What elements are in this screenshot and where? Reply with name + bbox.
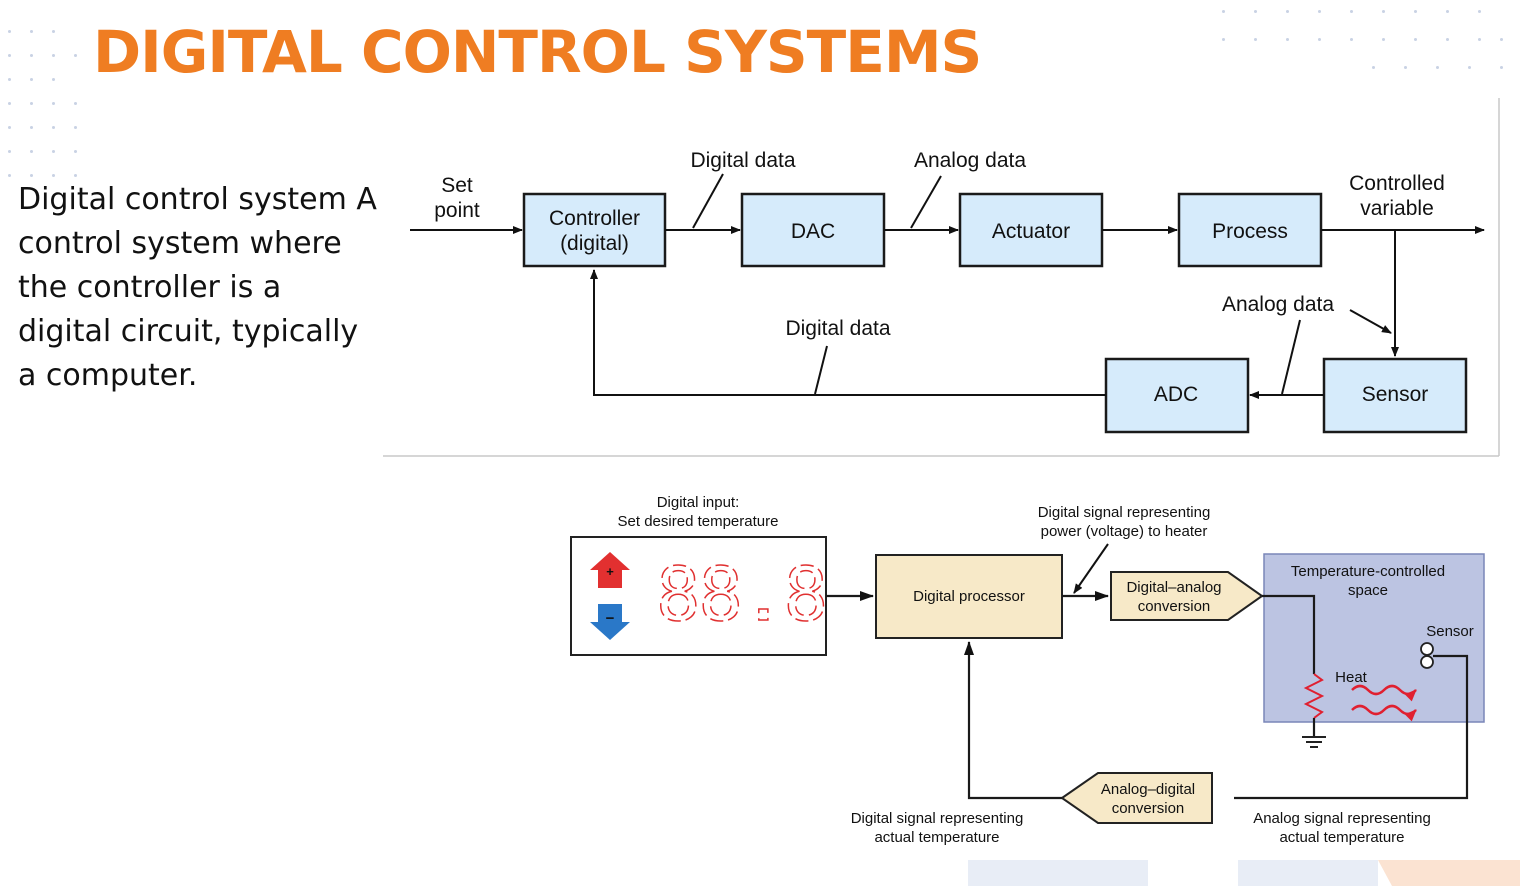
sensor-wire [1234, 654, 1469, 800]
dac-converter-label-1: Digital–analog [1126, 579, 1221, 596]
sensor-label: Sensor [1362, 383, 1429, 406]
digital-data-top-label: Digital data [690, 149, 795, 172]
analog-data-bottom-leader [1281, 319, 1301, 395]
thermo-diagram: Digital input: Set desired temperature +… [570, 494, 1485, 846]
controller-block [522, 192, 667, 268]
digital-input-label-1: Digital input: [657, 494, 740, 511]
dac-converter-label-2: conversion [1138, 598, 1211, 615]
digital-data-bottom-label: Digital data [785, 317, 890, 340]
signal-to-heater-label-2: power (voltage) to heater [1041, 523, 1208, 540]
resistor-icon [1303, 673, 1325, 719]
temperature-space-label-2: space [1348, 582, 1388, 599]
digital-processor-block [875, 554, 1063, 639]
adc-to-processor-arrow [964, 641, 1062, 800]
digital-data-top-leader [692, 173, 724, 229]
slide-title: DIGITAL CONTROL SYSTEMS [93, 18, 982, 86]
sensor-block [1322, 357, 1468, 434]
up-arrow-icon[interactable]: + [590, 552, 630, 588]
dac-converter-block [1110, 571, 1264, 621]
digital-input-label-2: Set desired temperature [618, 513, 779, 530]
adc-converter-label-1: Analog–digital [1101, 781, 1195, 798]
signal-to-heater-label-1: Digital signal representing [1038, 504, 1211, 521]
heater-wire [1262, 594, 1316, 674]
ground-icon [1302, 736, 1326, 748]
plus-label: + [606, 564, 614, 579]
controlled-variable-label-1: Controlled [1349, 172, 1445, 195]
sensor-icon [1420, 642, 1434, 669]
digital-processor-label: Digital processor [913, 588, 1025, 605]
actuator-label: Actuator [992, 220, 1070, 243]
block-diagram: Set point Controller (digital) Digital d… [383, 98, 1500, 457]
decorative-footer-bars [968, 860, 1520, 886]
adc-converter-block [1060, 772, 1213, 824]
slide-description: Digital control system A control system … [18, 182, 377, 393]
set-point-label-2: point [434, 199, 480, 222]
heat-wave-icon [1351, 704, 1417, 722]
signal-to-heater-leader [1073, 543, 1109, 594]
controller-label-2: (digital) [560, 232, 629, 255]
heat-wave-icon [1351, 684, 1417, 702]
analog-actual-label-1: Analog signal representing [1253, 810, 1431, 827]
temperature-space-label-1: Temperature-controlled [1291, 563, 1445, 580]
process-label: Process [1212, 220, 1288, 243]
digital-data-bottom-leader [814, 345, 828, 395]
process-block [1177, 192, 1323, 268]
dac-block [740, 192, 886, 268]
analog-data-right-label: Analog data [1222, 293, 1334, 316]
controlled-variable-label-2: variable [1360, 197, 1434, 220]
heat-label: Heat [1335, 669, 1368, 686]
minus-label: − [606, 610, 615, 627]
decorative-dots-left [8, 30, 98, 200]
analog-data-right-leader [1349, 309, 1392, 334]
controller-label-1: Controller [549, 207, 640, 230]
analog-data-top-leader [910, 175, 942, 229]
decorative-dots-right [1222, 10, 1512, 80]
digital-actual-label-1: Digital signal representing [851, 810, 1024, 827]
adc-label: ADC [1154, 383, 1198, 406]
analog-actual-label-2: actual temperature [1279, 829, 1404, 846]
dac-label: DAC [791, 220, 835, 243]
adc-converter-label-2: conversion [1112, 800, 1185, 817]
temperature-space-block [1263, 553, 1485, 723]
down-arrow-icon[interactable]: − [590, 604, 630, 640]
set-point-label-1: Set [441, 174, 473, 197]
digital-actual-label-2: actual temperature [874, 829, 999, 846]
analog-data-top-label: Analog data [914, 149, 1026, 172]
sensor-label-thermo: Sensor [1426, 623, 1474, 640]
seven-segment-display: 88.8 [656, 552, 826, 638]
feedback-path [590, 269, 1106, 396]
